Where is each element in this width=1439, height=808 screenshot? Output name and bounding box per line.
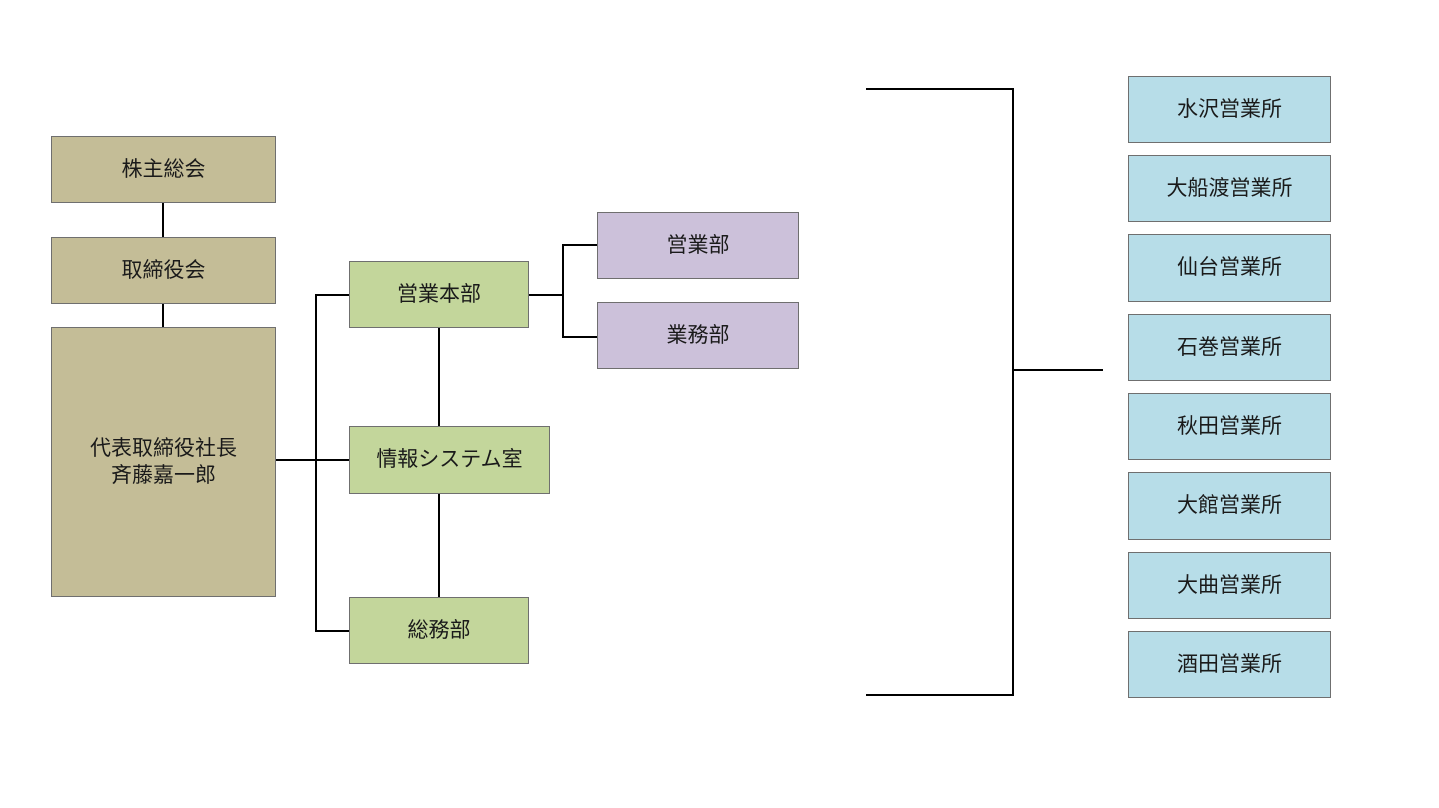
connector-offices-top	[866, 88, 1014, 90]
connector-department-trunk	[562, 245, 564, 337]
general-affairs-label: 総務部	[407, 617, 471, 642]
connector-to-general-affairs	[315, 630, 349, 632]
office-label: 水沢営業所	[1177, 96, 1282, 121]
office-box: 大船渡営業所	[1128, 155, 1331, 222]
connector-sales-hq-out	[529, 294, 563, 296]
office-label: 石巻営業所	[1177, 334, 1282, 359]
connector-offices-mid	[1012, 369, 1103, 371]
office-box: 秋田営業所	[1128, 393, 1331, 460]
shareholders-meeting-label: 株主総会	[121, 156, 206, 181]
office-box: 水沢営業所	[1128, 76, 1331, 143]
office-label: 仙台営業所	[1177, 255, 1282, 280]
office-label: 大館営業所	[1177, 493, 1282, 518]
connector-offices-trunk	[1012, 88, 1014, 696]
board-of-directors-box: 取締役会	[51, 237, 276, 304]
connector-division-trunk	[315, 295, 317, 631]
office-box: 大館営業所	[1128, 472, 1331, 540]
info-systems-box: 情報システム室	[349, 426, 550, 494]
business-dept-label: 業務部	[666, 322, 730, 347]
office-label: 大曲営業所	[1177, 572, 1282, 597]
office-label: 酒田営業所	[1177, 651, 1282, 676]
office-box: 仙台営業所	[1128, 234, 1331, 302]
ceo-title: 代表取締役社長	[90, 435, 237, 460]
ceo-box: 代表取締役社長 斉藤嘉一郎	[51, 327, 276, 597]
connector-to-sales-hq	[315, 294, 349, 296]
connector-offices-bottom	[866, 694, 1014, 696]
business-dept-box: 業務部	[597, 302, 799, 369]
info-systems-label: 情報システム室	[376, 447, 523, 472]
office-box: 大曲営業所	[1128, 552, 1331, 619]
office-box: 石巻営業所	[1128, 314, 1331, 381]
connector-center-column-bottom	[438, 494, 440, 597]
sales-dept-label: 営業部	[666, 232, 730, 257]
connector-board-ceo	[162, 304, 164, 327]
sales-hq-label: 営業本部	[397, 281, 481, 306]
office-label: 大船渡営業所	[1166, 175, 1293, 200]
ceo-name: 斉藤嘉一郎	[111, 463, 216, 487]
sales-dept-box: 営業部	[597, 212, 799, 279]
sales-hq-box: 営業本部	[349, 261, 529, 328]
connector-ceo-out	[276, 459, 349, 461]
connector-to-business-dept	[562, 336, 597, 338]
board-of-directors-label: 取締役会	[121, 257, 206, 282]
connector-center-column-top	[438, 328, 440, 426]
connector-to-sales-dept	[562, 244, 597, 246]
general-affairs-box: 総務部	[349, 597, 529, 664]
connector-shareholders-board	[162, 203, 164, 237]
office-box: 酒田営業所	[1128, 631, 1331, 698]
shareholders-meeting-box: 株主総会	[51, 136, 276, 203]
office-label: 秋田営業所	[1177, 413, 1282, 438]
